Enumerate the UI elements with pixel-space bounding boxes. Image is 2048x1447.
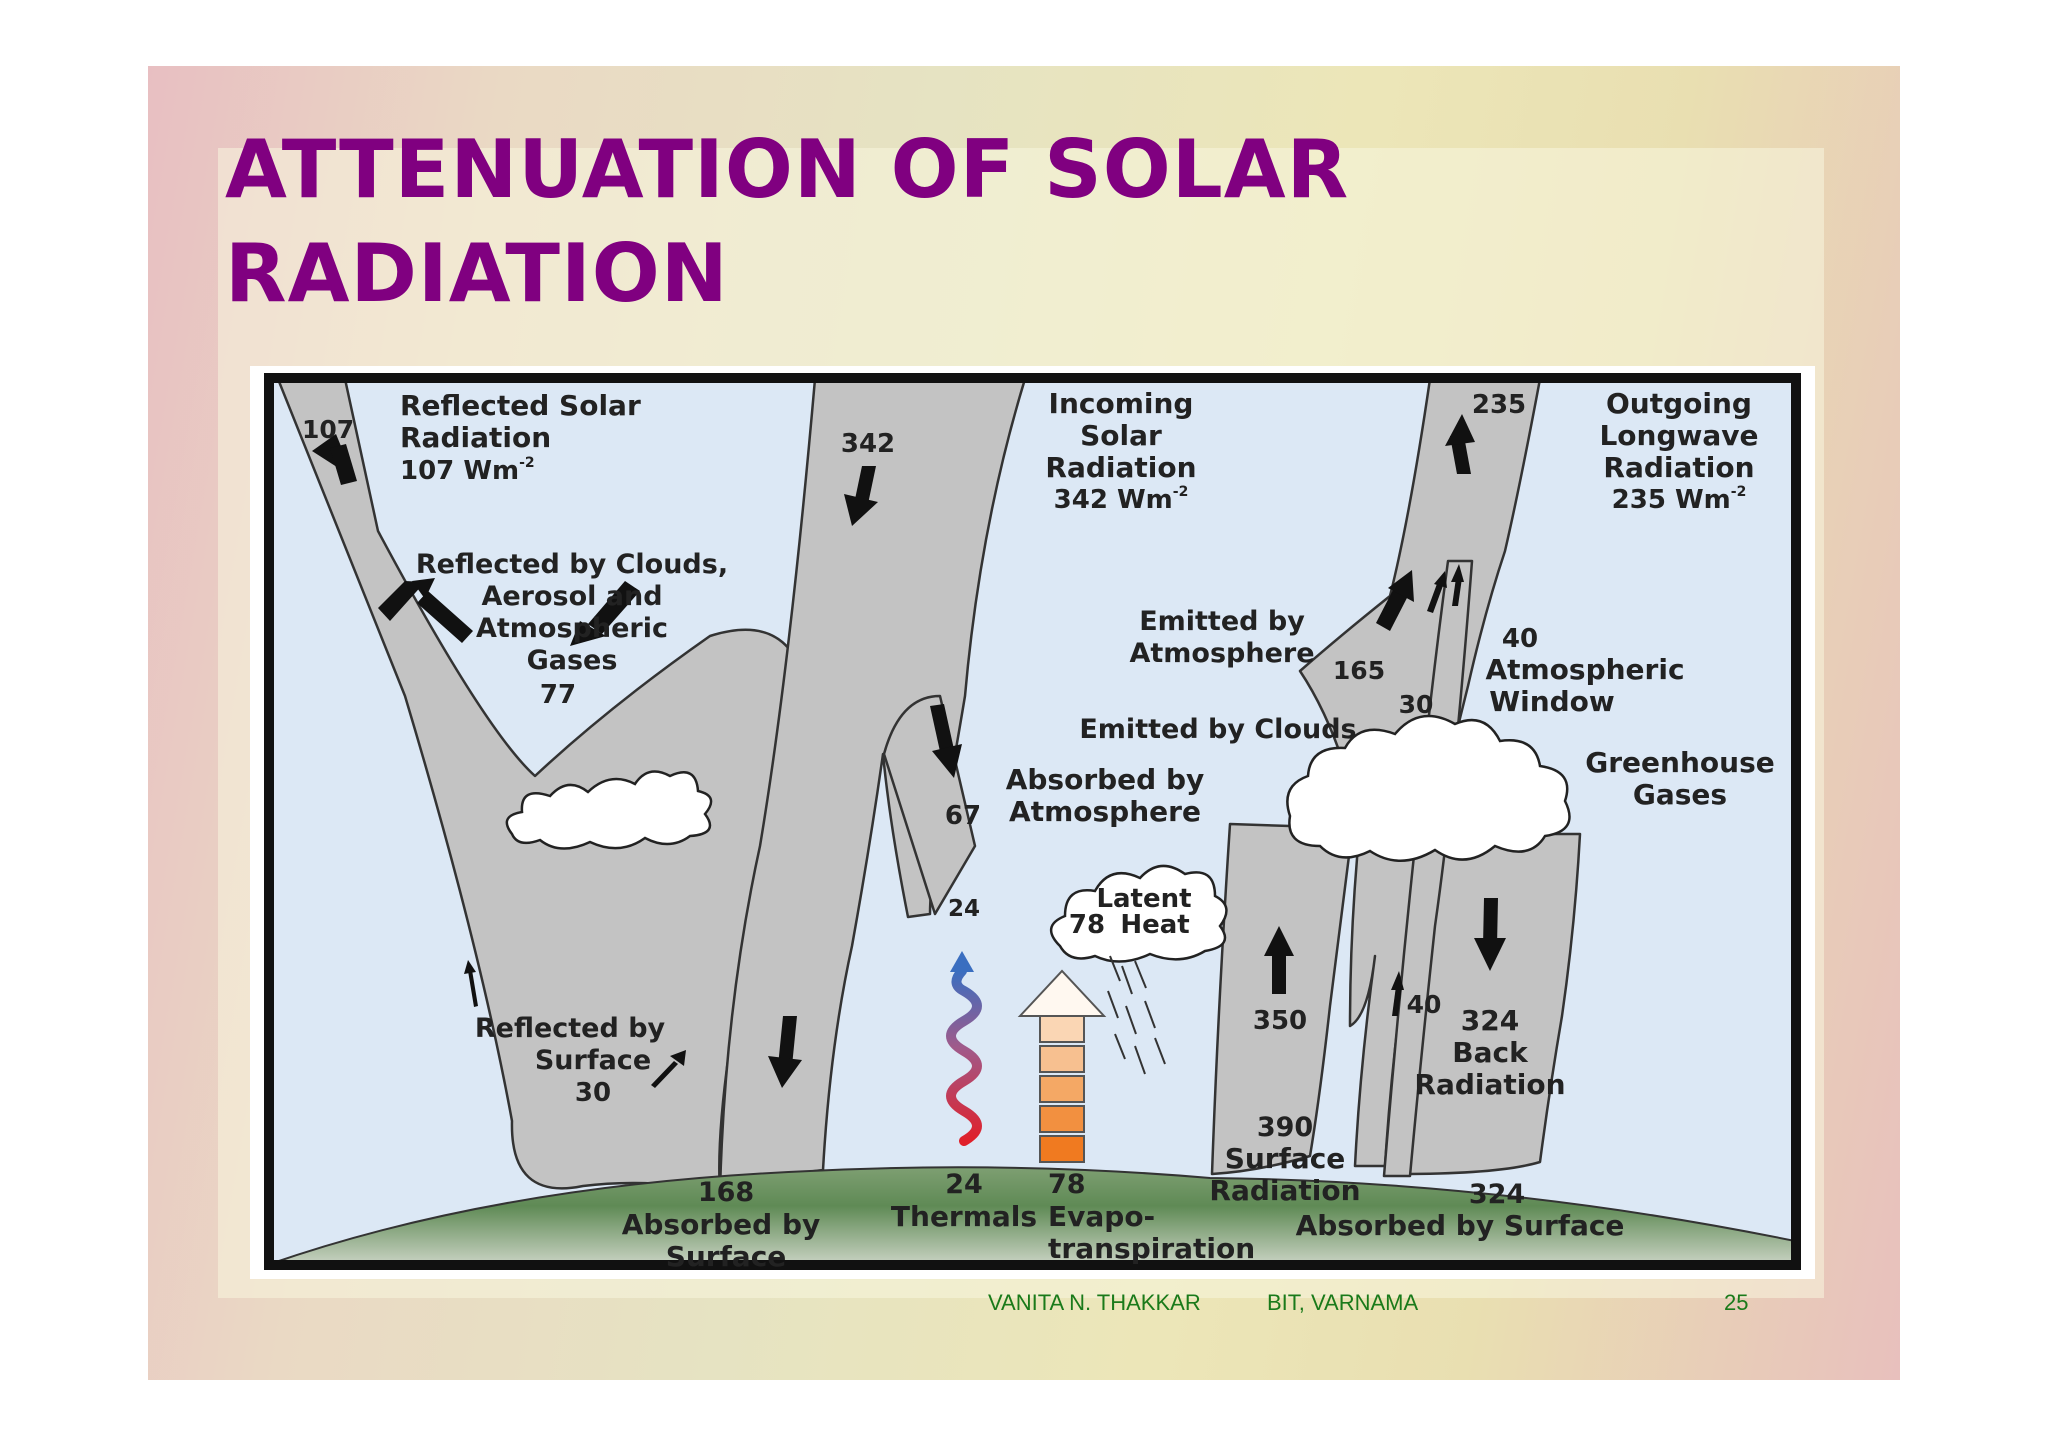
atmospheric-window-label-1: Atmospheric xyxy=(1485,653,1684,686)
slide-title: ATTENUATION OF SOLAR RADIATION xyxy=(225,118,1349,326)
reflected-solar-units: 107 Wm-2 xyxy=(400,455,535,486)
earth-surface xyxy=(269,1166,1796,1265)
absorbed-by-atmosphere-label-2: Atmosphere xyxy=(1009,795,1201,828)
thermals-label: Thermals xyxy=(891,1200,1037,1233)
cloud-right xyxy=(1286,714,1571,862)
absorbed-by-atmosphere-arrow xyxy=(930,704,962,778)
earth-energy-budget-diagram: 107 Reflected Solar Radiation 107 Wm-2 3… xyxy=(264,373,1801,1273)
emitted-by-clouds-arrow xyxy=(1427,571,1447,613)
thermals-value: 24 xyxy=(948,896,980,922)
back-radiation-value: 324 xyxy=(1461,1004,1519,1037)
atmospheric-window-top-arrow xyxy=(1451,564,1464,606)
greenhouse-gases-label-2: Gases xyxy=(1633,778,1727,811)
atmospheric-window-bottom-arrow xyxy=(1391,971,1404,1016)
diagram-frame: 107 Reflected Solar Radiation 107 Wm-2 3… xyxy=(250,366,1815,1279)
atmospheric-window-label-2: Window xyxy=(1489,685,1615,718)
incoming-solar-label-3: Radiation xyxy=(1045,451,1196,484)
cloud-latent-heat xyxy=(1050,864,1228,963)
emitted-by-atmosphere-value: 165 xyxy=(1333,656,1385,685)
latent-heat-value: 78 xyxy=(1069,910,1105,940)
reflected-by-surface-label-1: Reflected by xyxy=(475,1013,666,1044)
reflected-by-surface-arrow xyxy=(464,960,686,1088)
footer-institute: BIT, VARNAMA xyxy=(1267,1290,1419,1315)
atmospheric-window-surface-value: 40 xyxy=(1407,990,1442,1019)
absorbed-by-surface-arrow xyxy=(768,1016,802,1088)
outgoing-longwave-label-3: Radiation xyxy=(1603,451,1754,484)
reflected-by-clouds-label-2: Aerosol and xyxy=(481,581,662,612)
evapotranspiration-arrow xyxy=(1017,969,1107,1163)
absorbed-by-surface-solar-value: 168 xyxy=(698,1177,754,1208)
rain-streaks xyxy=(1107,955,1166,1075)
slide-title-line-2: RADIATION xyxy=(225,227,729,320)
absorbed-by-atmosphere-value: 67 xyxy=(945,801,981,831)
latent-heat-label-1: Latent xyxy=(1096,884,1191,914)
cloud-reflection-arrow xyxy=(570,581,640,646)
diagram-border xyxy=(264,373,1801,1270)
reflected-by-surface-value: 30 xyxy=(575,1078,611,1108)
absorbed-by-surface-solar-label-2: Surface xyxy=(666,1240,787,1273)
absorbed-by-surface-longwave-value: 324 xyxy=(1469,1179,1525,1210)
surface-radiation-label-1: Surface xyxy=(1225,1142,1346,1175)
incoming-solar-units: 342 Wm-2 xyxy=(1054,484,1189,515)
outgoing-longwave-value: 235 xyxy=(1472,390,1526,420)
outgoing-longwave-arrow xyxy=(1445,414,1475,474)
incoming-solar-value: 342 xyxy=(841,429,895,459)
surface-radiation-arrow xyxy=(1264,926,1294,994)
back-radiation-label-2: Radiation xyxy=(1414,1068,1565,1101)
surface-radiation-value: 390 xyxy=(1257,1112,1313,1143)
outgoing-longwave-label-2: Longwave xyxy=(1599,419,1758,452)
flow-arrows xyxy=(312,414,1506,1088)
footer-author: VANITA N. THAKKAR xyxy=(988,1290,1201,1315)
back-radiation-arrow xyxy=(1474,898,1506,971)
outgoing-longwave-label-1: Outgoing xyxy=(1606,387,1752,420)
incoming-solar-label-2: Solar xyxy=(1080,419,1162,452)
reflected-by-surface-label-2: Surface xyxy=(535,1045,651,1076)
thermals-arrow xyxy=(946,951,982,1146)
reflected-by-clouds-label-1: Reflected by Clouds, xyxy=(416,549,728,580)
surface-radiation-band xyxy=(1210,822,1354,1176)
diagram-labels: 107 Reflected Solar Radiation 107 Wm-2 3… xyxy=(302,387,1775,1273)
reflected-by-clouds-label-4: Gases xyxy=(527,645,618,676)
absorbed-by-surface-solar-label-1: Absorbed by xyxy=(622,1208,821,1241)
reflected-by-clouds-label-3: Atmospheric xyxy=(476,613,668,644)
reflected-solar-arrow xyxy=(312,434,357,485)
page-number: 25 xyxy=(1724,1290,1749,1315)
surface-radiation-label-2: Radiation xyxy=(1209,1174,1360,1207)
evapotranspiration-label-1: Evapo- xyxy=(1048,1200,1155,1233)
slide-title-line-1: ATTENUATION OF SOLAR xyxy=(225,123,1350,216)
thermals-bottom-value: 24 xyxy=(945,1169,983,1200)
atmospheric-window-value: 40 xyxy=(1502,624,1538,654)
incoming-solar-label-1: Incoming xyxy=(1049,387,1194,420)
reflected-solar-label-2: Radiation xyxy=(400,421,551,454)
reflected-by-clouds-value: 77 xyxy=(540,680,576,710)
emitted-by-atmosphere-arrow xyxy=(1376,570,1414,631)
emitted-by-clouds-value: 30 xyxy=(1399,690,1434,719)
back-radiation-label-1: Back xyxy=(1452,1036,1529,1069)
emitted-by-atmosphere-label-1: Emitted by xyxy=(1139,606,1305,637)
surface-radiation-arrow-value: 350 xyxy=(1253,1006,1307,1036)
incoming-solar-arrow xyxy=(844,466,878,526)
reflected-solar-value: 107 xyxy=(302,415,354,444)
emitted-by-clouds-label: Emitted by Clouds xyxy=(1079,714,1356,745)
greenhouse-gases-label-1: Greenhouse xyxy=(1585,746,1774,779)
reflected-by-clouds-arrow xyxy=(378,578,473,643)
absorbed-by-surface-longwave-label: Absorbed by Surface xyxy=(1296,1209,1625,1242)
evapotranspiration-value: 78 xyxy=(1048,1169,1086,1200)
reflected-solar-label-1: Reflected Solar xyxy=(400,389,641,422)
cloud-left xyxy=(505,770,713,850)
absorbed-by-atmosphere-label-1: Absorbed by xyxy=(1006,763,1205,796)
outgoing-longwave-units: 235 Wm-2 xyxy=(1612,484,1747,515)
evapotranspiration-label-2: transpiration xyxy=(1048,1232,1255,1265)
latent-heat-label-2: Heat xyxy=(1120,910,1189,940)
emitted-by-atmosphere-label-2: Atmosphere xyxy=(1129,638,1314,669)
